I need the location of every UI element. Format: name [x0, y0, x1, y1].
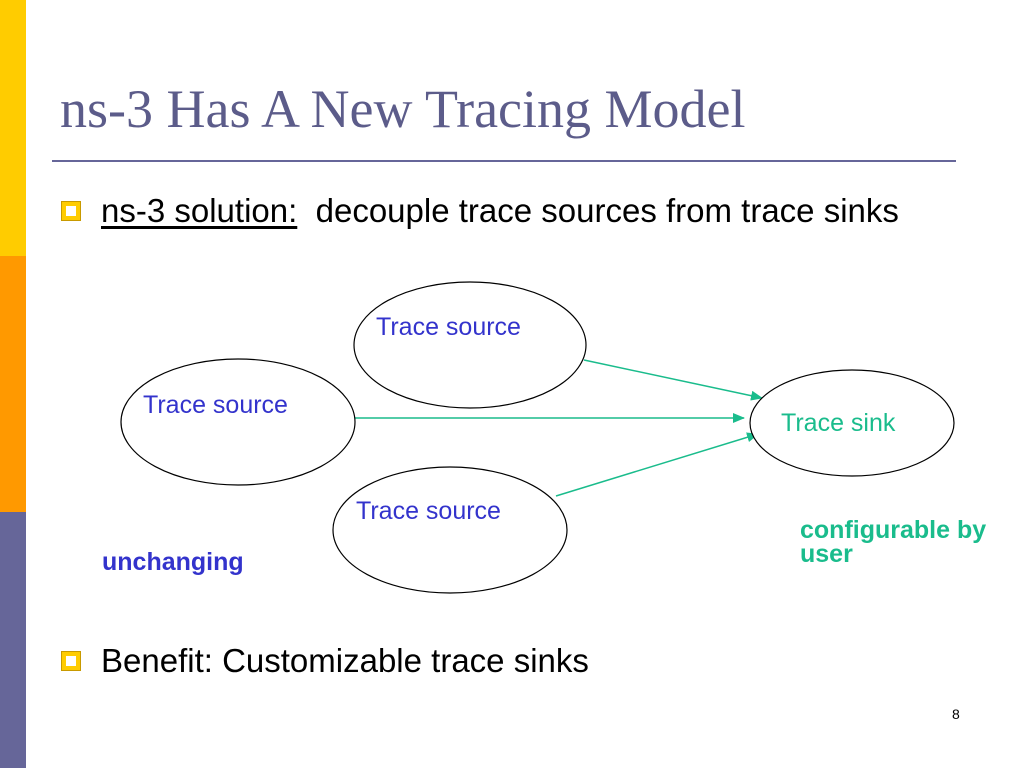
bullet-solution: ns-3 solution: decouple trace sources fr…: [101, 188, 981, 234]
page-number: 8: [952, 706, 960, 722]
bullet-benefit: Benefit: Customizable trace sinks: [101, 642, 589, 679]
trace-source-left-node: [120, 358, 356, 486]
bullet-solution-text: decouple trace sources from trace sinks: [315, 192, 899, 229]
side-bar-middle: [0, 256, 26, 512]
trace-source-top-label: Trace source: [376, 313, 521, 341]
side-bar-top: [0, 0, 26, 256]
arrow-source-bottom-to-sink: [555, 432, 759, 497]
trace-source-top-node: [353, 281, 587, 409]
arrow-source-top-to-sink: [583, 359, 763, 401]
trace-sink-label: Trace sink: [781, 409, 896, 437]
trace-source-bottom-node: [332, 466, 568, 594]
side-bar-bottom: [0, 512, 26, 768]
unchanging-note: unchanging: [102, 548, 244, 576]
title-divider: [52, 160, 956, 162]
trace-source-bottom-label: Trace source: [356, 497, 501, 525]
bullet-solution-label: ns-3 solution:: [101, 192, 298, 229]
trace-source-left-label: Trace source: [143, 391, 288, 419]
square-bullet-icon: [61, 651, 81, 671]
square-bullet-icon: [61, 201, 81, 221]
trace-sink-node: [749, 369, 955, 477]
slide-title: ns-3 Has A New Tracing Model: [60, 79, 746, 139]
configurable-note: configurable by user: [800, 516, 987, 568]
